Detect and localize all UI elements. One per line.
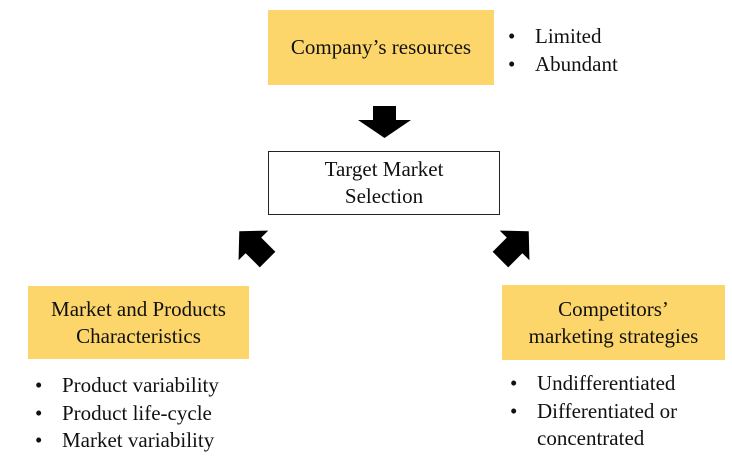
market-products-label-line1: Market and Products	[51, 296, 226, 321]
target-market-label-line1: Target Market	[324, 157, 444, 181]
competitors-strategies-box: Competitors’ marketing strategies	[502, 285, 725, 360]
arrow-down-icon	[358, 106, 411, 138]
list-item: Market variability	[33, 427, 219, 455]
company-resources-label: Company’s resources	[290, 35, 472, 59]
competitors-label-line1: Competitors’	[558, 296, 669, 321]
competitors-label-line2: marketing strategies	[528, 323, 699, 348]
company-resources-box: Company’s resources	[268, 10, 494, 85]
arrow-up-left-icon	[492, 230, 530, 268]
list-item: Undifferentiated	[508, 370, 677, 398]
list-item: Product life-cycle	[33, 400, 219, 428]
list-item: Abundant	[506, 51, 618, 79]
list-item: Product variability	[33, 372, 219, 400]
market-products-list: Product variability Product life-cycle M…	[33, 372, 219, 455]
list-item: Limited	[506, 23, 618, 51]
company-resources-list: Limited Abundant	[506, 23, 618, 78]
arrow-up-right-icon	[238, 230, 276, 268]
competitors-strategies-list: Undifferentiated Differentiated or conce…	[508, 370, 677, 453]
market-products-label-line2: Characteristics	[76, 323, 201, 348]
target-market-selection-box: Target Market Selection	[268, 151, 500, 215]
list-item-continuation: concentrated	[537, 426, 645, 450]
target-market-label-line2: Selection	[344, 184, 424, 208]
market-products-characteristics-box: Market and Products Characteristics	[28, 286, 249, 359]
list-item: Differentiated or	[508, 398, 677, 426]
